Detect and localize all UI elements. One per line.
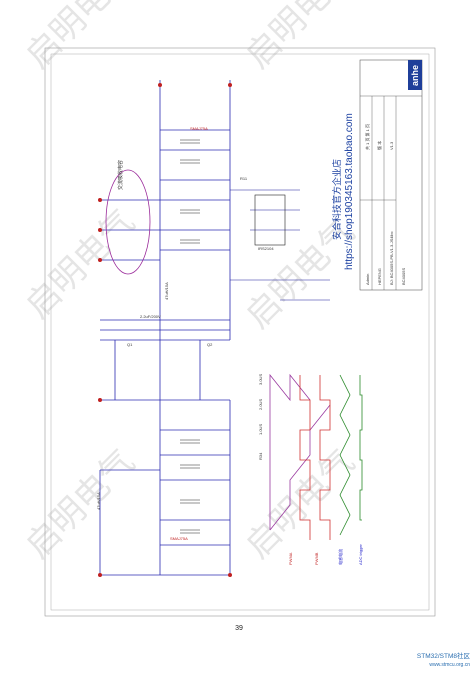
terminal-dot <box>158 83 162 87</box>
watermark: 启明电气 <box>18 442 142 566</box>
brand-logo: anhe <box>410 65 420 86</box>
title-row-4: Admin <box>365 274 370 285</box>
title-row-3: HEPENG <box>377 268 382 285</box>
version-label: 版 本 <box>376 141 382 150</box>
q2-label: Q2 <box>207 342 213 347</box>
annotation-text: 交流吸收电容 <box>117 160 124 190</box>
inductor-bottom-label: 47uH/15A <box>96 492 101 510</box>
watermark: 启明电气 <box>18 0 142 76</box>
outer-frame <box>44 47 436 617</box>
annotation-ellipse <box>105 169 151 275</box>
corner-mark: STM32/STM8社区 <box>417 651 471 660</box>
page-number: 39 <box>235 625 243 632</box>
title-block: anhe BC4005S BJ: BC4005S-PB-V1.3-JS4lbc … <box>359 59 423 291</box>
inner-frame <box>50 53 430 611</box>
terminal-dot <box>228 83 232 87</box>
cap-pair-label: 2.2uF/200V <box>140 314 161 319</box>
waveforms: R34 1.0US 2.0US 3.0US PWMA PWMB 电感电流 ADC… <box>258 374 363 565</box>
wave-label: 2.0US <box>258 399 263 410</box>
brand-logo-box <box>408 60 422 90</box>
ic-label: IRS2104 <box>258 246 274 251</box>
terminal-dot <box>98 258 102 262</box>
lower-circuit: 47uH/15A SMAJ75A <box>96 398 232 577</box>
terminal-dot <box>98 573 102 577</box>
terminal-dot <box>98 398 102 402</box>
title-row-2: BJ: BC4005S-PB-V1.3-JS4lbc <box>389 231 394 285</box>
watermarks: 启明电气 启明电气 启明电气 启明电气 启明电气 启明电气 <box>18 0 362 566</box>
upper-circuit: IRS2104 SMAJ75A 47uH/15A 2.2uF/200V Q1 Q… <box>98 80 330 400</box>
wave-label: 3.0US <box>258 374 263 385</box>
terminal-dot <box>98 228 102 232</box>
title-row-1: BC4005S <box>401 268 406 285</box>
store-url: https://shop190345163.taobao.com <box>344 113 355 270</box>
corner-url: www.stmcu.org.cn <box>429 662 470 668</box>
version-value: V1.3 <box>389 141 394 150</box>
wave-bottom-label: ADC trigger <box>358 543 363 565</box>
q1-label: Q1 <box>127 342 133 347</box>
watermark: 启明电气 <box>238 0 362 76</box>
terminal-dot <box>228 573 232 577</box>
diode-bottom-label: SMAJ75A <box>170 536 188 541</box>
inductor-top-label: 47uH/15A <box>164 282 169 300</box>
diode-top-label: SMAJ75A <box>190 126 208 131</box>
store-name: 安合科技官方企业店 <box>331 159 342 240</box>
wave-label: 1.0US <box>258 424 263 435</box>
wave-label: R34 <box>258 452 263 460</box>
driver-ic <box>254 194 286 246</box>
wave-bottom-label: PWMB <box>314 552 319 565</box>
wave-bottom-label: PWMA <box>288 552 293 565</box>
r11-label: R11 <box>240 176 248 181</box>
terminal-dot <box>98 198 102 202</box>
wave-bottom-label: 电感电流 <box>337 549 343 565</box>
watermark: 启明电气 <box>18 202 142 326</box>
sheet-text: 共 1 页 第 1 页 <box>364 124 370 150</box>
